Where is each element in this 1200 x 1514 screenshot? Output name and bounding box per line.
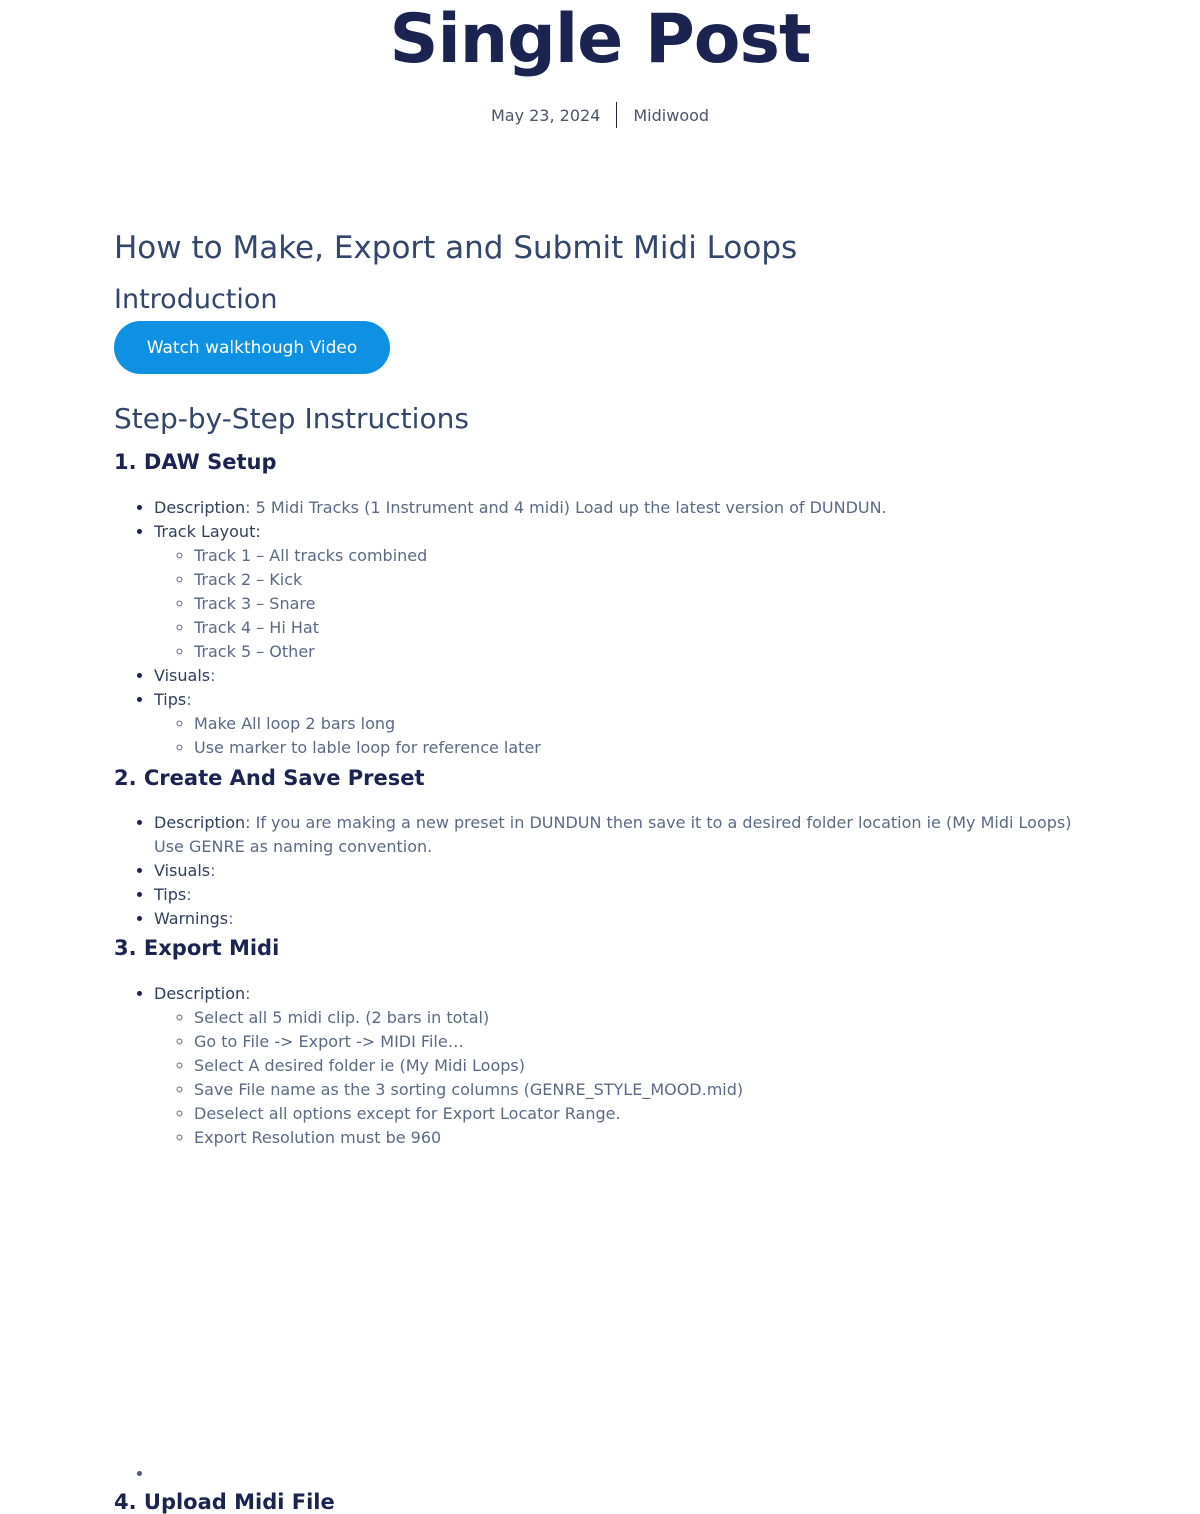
description-text: : If you are making a new preset in DUND… <box>154 813 1072 856</box>
page-title: Single Post <box>389 0 811 79</box>
list-item: Tips: Make All loop 2 bars long Use mark… <box>154 688 1104 760</box>
list-item: Description: Select all 5 midi clip. (2 … <box>154 982 1104 1150</box>
tips-list: Make All loop 2 bars long Use marker to … <box>154 712 1104 760</box>
list-item: Description: 5 Midi Tracks (1 Instrument… <box>154 496 1104 520</box>
track-layout-label: Track Layout: <box>154 522 261 541</box>
post-author[interactable]: Midiwood <box>633 105 710 125</box>
label-colon: : <box>245 984 251 1003</box>
export-step-item: Deselect all options except for Export L… <box>194 1102 1104 1126</box>
track-item: Track 1 – All tracks combined <box>194 544 1104 568</box>
visuals-label: Visuals <box>154 861 211 880</box>
step-1-list: Description: 5 Midi Tracks (1 Instrument… <box>114 496 1104 760</box>
export-step-item: Select A desired folder ie (My Midi Loop… <box>194 1054 1104 1078</box>
step-2-heading: 2. Create And Save Preset <box>114 766 425 790</box>
steps-heading: Step-by-Step Instructions <box>114 402 469 435</box>
tip-item: Use marker to lable loop for reference l… <box>194 736 1104 760</box>
label-colon: : <box>186 885 192 904</box>
export-step-item: Export Resolution must be 960 <box>194 1126 1104 1150</box>
description-label: Description <box>154 498 246 517</box>
list-item: Tips: <box>154 883 1094 907</box>
meta-divider <box>616 102 618 128</box>
list-item: Visuals: <box>154 859 1094 883</box>
step-2-list: Description: If you are making a new pre… <box>114 811 1094 931</box>
list-item: Description: If you are making a new pre… <box>154 811 1094 859</box>
label-colon: : <box>210 861 216 880</box>
introduction-heading: Introduction <box>114 284 278 315</box>
tip-item: Make All loop 2 bars long <box>194 712 1104 736</box>
watch-video-button[interactable]: Watch walkthough Video <box>114 321 390 374</box>
description-label: Description <box>154 984 246 1003</box>
tips-label: Tips <box>154 690 187 709</box>
step-3-list: Description: Select all 5 midi clip. (2 … <box>114 982 1104 1150</box>
tips-label: Tips <box>154 885 187 904</box>
visuals-label: Visuals <box>154 666 211 685</box>
export-step-item: Save File name as the 3 sorting columns … <box>194 1078 1104 1102</box>
description-label: Description <box>154 813 246 832</box>
track-item: Track 5 – Other <box>194 640 1104 664</box>
export-steps-list: Select all 5 midi clip. (2 bars in total… <box>154 1006 1104 1150</box>
empty-list <box>134 1462 154 1486</box>
label-colon: : <box>210 666 216 685</box>
export-step-item: Go to File -> Export -> MIDI File… <box>194 1030 1104 1054</box>
warnings-label: Warnings <box>154 909 229 928</box>
track-item: Track 3 – Snare <box>194 592 1104 616</box>
track-item: Track 2 – Kick <box>194 568 1104 592</box>
step-1-heading: 1. DAW Setup <box>114 450 277 474</box>
label-colon: : <box>186 690 192 709</box>
list-item: Visuals: <box>154 664 1104 688</box>
post-meta: May 23, 2024 Midiwood <box>0 102 1200 128</box>
track-item: Track 4 – Hi Hat <box>194 616 1104 640</box>
track-list: Track 1 – All tracks combined Track 2 – … <box>154 544 1104 664</box>
step-3-heading: 3. Export Midi <box>114 936 280 960</box>
post-title: How to Make, Export and Submit Midi Loop… <box>114 230 798 266</box>
list-item: Warnings: <box>154 907 1094 931</box>
step-4-heading: 4. Upload Midi File <box>114 1490 335 1514</box>
export-step-item: Select all 5 midi clip. (2 bars in total… <box>194 1006 1104 1030</box>
description-text: : 5 Midi Tracks (1 Instrument and 4 midi… <box>245 498 887 517</box>
label-colon: : <box>228 909 234 928</box>
list-item: Track Layout: Track 1 – All tracks combi… <box>154 520 1104 664</box>
post-date: May 23, 2024 <box>490 105 601 125</box>
